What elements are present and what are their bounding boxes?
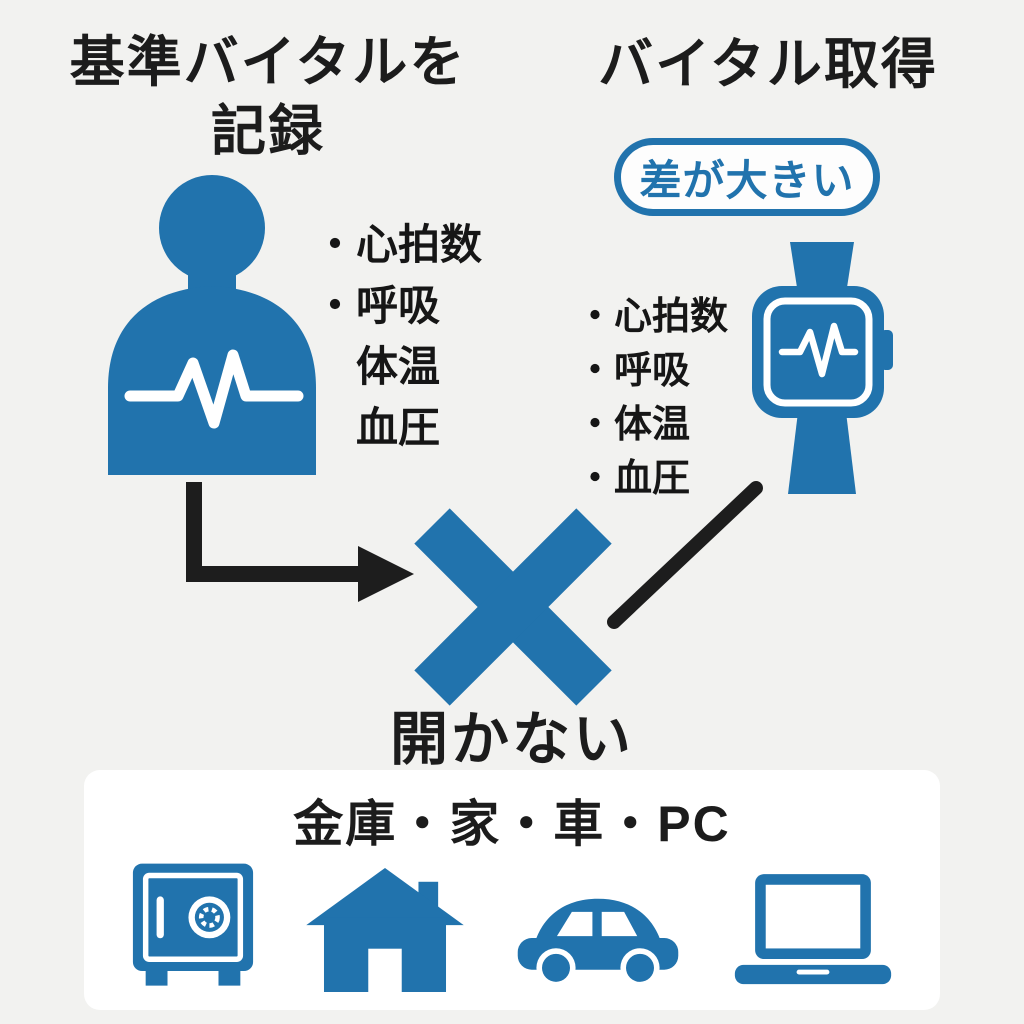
arrow-person-to-x bbox=[186, 482, 414, 602]
person-vitals-list: ・心拍数 ・呼吸 体温 血圧 bbox=[314, 214, 482, 458]
laptop-icon bbox=[734, 874, 892, 985]
person-vital-breathing: ・呼吸 bbox=[314, 282, 441, 329]
person-icon bbox=[108, 175, 316, 475]
line-watch-to-x bbox=[607, 481, 763, 629]
heading-baseline-vitals-line1: 基準バイタルを bbox=[69, 31, 467, 93]
device-panel: 金庫・家・車・PC bbox=[84, 770, 940, 1010]
person-vital-heart-rate: ・心拍数 bbox=[314, 221, 483, 268]
watch-vital-blood-pressure: ・血圧 bbox=[576, 458, 691, 500]
watch-vital-temperature: ・体温 bbox=[576, 404, 691, 446]
watch-vitals-list: ・心拍数 ・呼吸 ・体温 ・血圧 bbox=[576, 290, 728, 506]
house-icon bbox=[306, 868, 465, 992]
heading-vital-acquisition: バイタル取得 bbox=[598, 33, 938, 95]
watch-vital-breathing: ・呼吸 bbox=[576, 350, 691, 392]
smartwatch-icon bbox=[752, 242, 893, 494]
person-vital-temperature: 体温 bbox=[314, 343, 441, 390]
device-panel-title: 金庫・家・車・PC bbox=[293, 796, 731, 852]
watch-vital-heart-rate: ・心拍数 bbox=[576, 296, 729, 338]
car-icon bbox=[517, 898, 678, 988]
difference-badge: 差が大きい bbox=[614, 138, 880, 216]
device-icons-row bbox=[84, 852, 940, 992]
heading-baseline-vitals-line2: 記録 bbox=[210, 99, 325, 162]
heading-baseline-vitals: 基準バイタルを 記録 bbox=[58, 28, 478, 166]
result-label: 開かない bbox=[389, 707, 634, 772]
difference-badge-label: 差が大きい bbox=[639, 156, 855, 204]
x-mark-icon bbox=[414, 508, 612, 706]
person-vital-blood-pressure: 血圧 bbox=[314, 404, 441, 451]
safe-icon bbox=[132, 863, 254, 986]
